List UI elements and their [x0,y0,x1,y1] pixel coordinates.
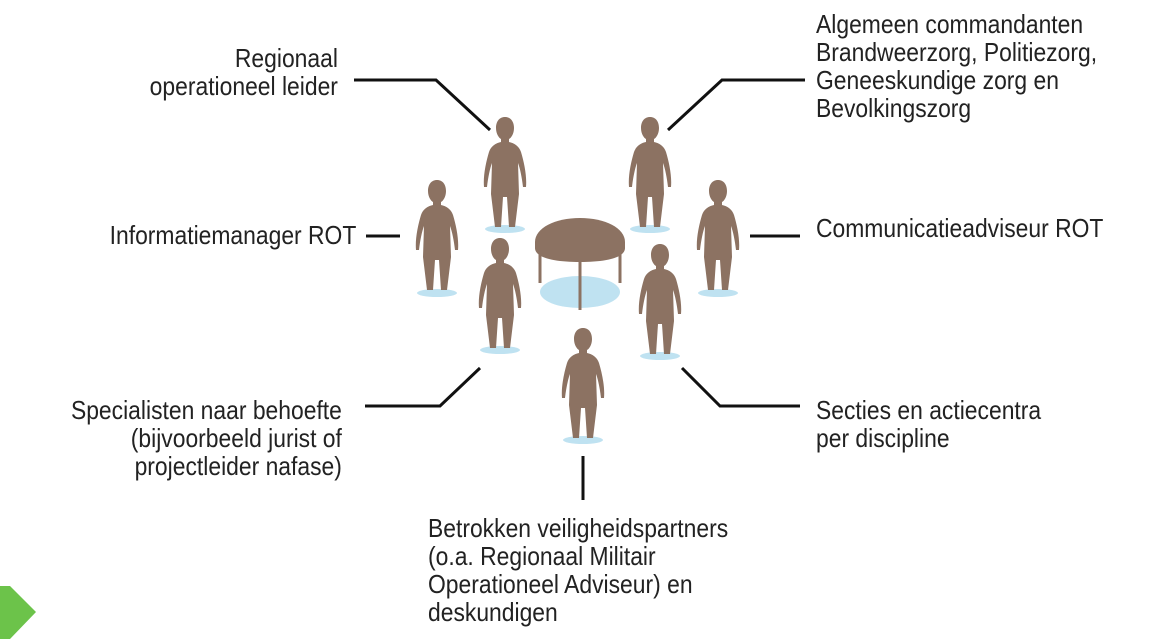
label-top-right: Algemeen commandanten Brandweerzorg, Pol… [816,9,1098,123]
label-low-left: Specialisten naar behoefte (bijvoorbeeld… [71,395,342,481]
line-low-right [680,366,800,408]
label-top-left: Regionaal operationeel leider [149,43,338,101]
label-bottom: Betrokken veiligheidspartners (o.a. Regi… [428,513,729,627]
connector-lines [354,78,805,500]
person-shadows [417,225,738,444]
label-mid-right: Communicatieadviseur ROT [816,213,1104,243]
line-low-left [365,366,482,408]
label-low-right: Secties en actiecentra per discipline [816,395,1042,453]
person-icon [638,244,682,354]
person-icon [415,180,459,290]
round-table-icon [535,218,625,310]
person-icon [696,180,740,290]
line-top-left [354,78,492,132]
person-icon [483,117,527,227]
line-top-right [666,78,805,132]
label-mid-left: Informatiemanager ROT [109,220,356,250]
person-icon [478,238,522,348]
green-arrow-icon [0,586,36,639]
person-icon [561,328,605,438]
person-icon [628,117,672,227]
